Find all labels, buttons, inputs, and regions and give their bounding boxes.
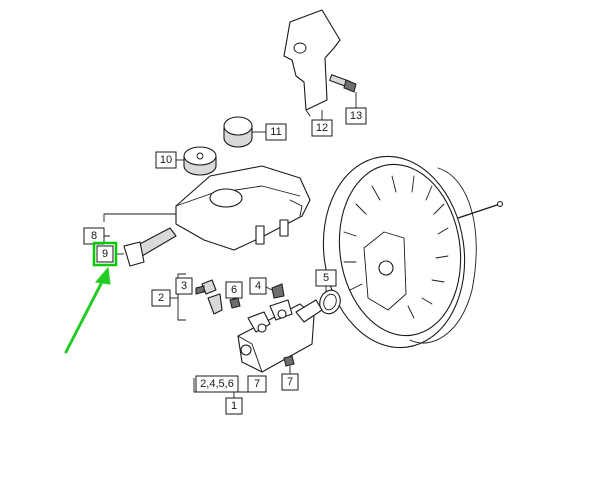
label-7b-text: 7 (287, 376, 293, 388)
master-cylinder (237, 299, 323, 373)
bolt-7b (283, 355, 295, 374)
label-10-text: 10 (160, 154, 172, 166)
label-7b: 7 (281, 373, 299, 391)
label-4: 4 (249, 277, 273, 295)
o-ring (319, 289, 341, 315)
mounting-bracket (283, 9, 341, 117)
label-2-text: 2 (158, 292, 164, 304)
label-9-text: 9 (102, 248, 108, 260)
label-12-text: 12 (316, 122, 328, 134)
label-5-text: 5 (323, 272, 329, 284)
label-12: 12 (311, 110, 333, 137)
label-8: 8 (83, 213, 176, 245)
highlight-box (92, 241, 118, 267)
bolt-6a (229, 297, 241, 309)
label-3: 3 (175, 277, 193, 295)
label-5: 5 (315, 269, 337, 292)
pointer-arrow (64, 266, 111, 354)
fluid-reservoir (175, 165, 311, 251)
label-2456-text: 2,4,5,6 (200, 378, 234, 390)
bracket-bolt (329, 74, 357, 93)
label-11: 11 (252, 123, 287, 141)
label-6: 6 (225, 281, 243, 300)
label-3-text: 3 (181, 280, 187, 292)
label-group-1: 2,4,5,6 7 1 (193, 375, 267, 415)
seal-4 (271, 283, 285, 299)
fitting-3 (195, 279, 217, 295)
clip-part (207, 293, 223, 315)
label-13-text: 13 (350, 110, 362, 122)
label-2: 2 (151, 273, 186, 321)
label-10: 10 (155, 151, 184, 169)
brake-booster (322, 155, 504, 349)
label-11-text: 11 (270, 126, 281, 138)
label-1-text: 1 (231, 400, 237, 412)
reservoir-cap-10 (183, 146, 217, 176)
label-7a-text: 7 (254, 378, 260, 390)
label-6-text: 6 (231, 284, 237, 296)
reservoir-cap-11 (223, 116, 253, 148)
label-8-text: 8 (91, 230, 97, 242)
label-13: 13 (345, 92, 367, 125)
label-9: 9 (92, 241, 124, 267)
label-4-text: 4 (255, 280, 261, 292)
reservoir-hose (123, 227, 177, 267)
